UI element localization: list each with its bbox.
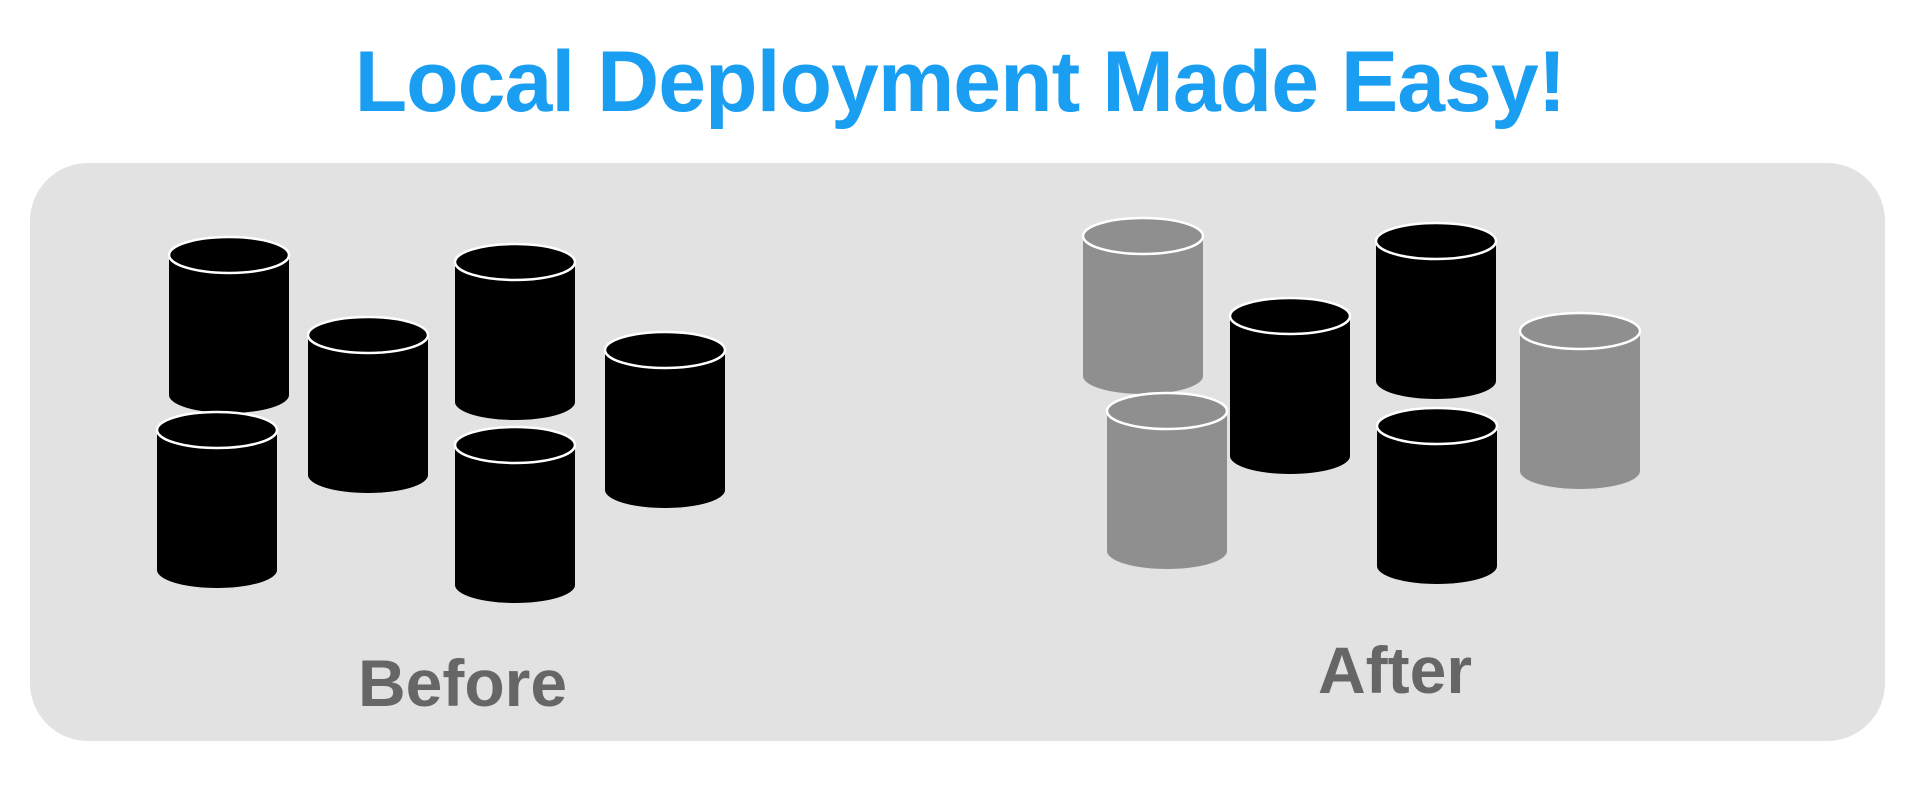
cylinder-top	[453, 425, 577, 465]
cylinder-top	[1375, 406, 1499, 446]
cylinder-body	[1107, 411, 1227, 569]
database-cylinder-icon	[167, 235, 291, 413]
database-cylinder-icon	[155, 410, 279, 588]
database-cylinder-icon	[1518, 311, 1642, 489]
cylinder-top	[155, 410, 279, 450]
cylinder-top	[1228, 296, 1352, 336]
cylinder-body	[455, 262, 575, 420]
cylinder-body	[1376, 241, 1496, 399]
cylinder-body	[169, 255, 289, 413]
cylinder-top	[1518, 311, 1642, 351]
cylinder-top	[1374, 221, 1498, 261]
database-cylinder-icon	[1375, 406, 1499, 584]
cylinder-body	[605, 350, 725, 508]
cylinder-top	[306, 315, 430, 355]
cylinder-top	[167, 235, 291, 275]
database-cylinder-icon	[1081, 216, 1205, 394]
database-cylinder-icon	[1105, 391, 1229, 569]
database-cylinder-icon	[1228, 296, 1352, 474]
database-cylinder-icon	[453, 425, 577, 603]
cylinder-top	[1105, 391, 1229, 431]
before-label: Before	[358, 646, 568, 720]
cylinder-body	[1230, 316, 1350, 474]
database-cylinder-icon	[453, 242, 577, 420]
database-cylinder-icon	[306, 315, 430, 493]
cylinder-top	[603, 330, 727, 370]
cylinder-top	[453, 242, 577, 282]
cylinder-body	[157, 430, 277, 588]
cylinder-body	[1520, 331, 1640, 489]
cylinder-body	[308, 335, 428, 493]
database-cylinder-icon	[1374, 221, 1498, 399]
after-label: After	[1318, 633, 1473, 707]
page-title: Local Deployment Made Easy!	[354, 34, 1567, 130]
cylinder-top	[1081, 216, 1205, 256]
cylinder-body	[455, 445, 575, 603]
cylinder-body	[1083, 236, 1203, 394]
cylinder-body	[1377, 426, 1497, 584]
database-cylinder-icon	[603, 330, 727, 508]
